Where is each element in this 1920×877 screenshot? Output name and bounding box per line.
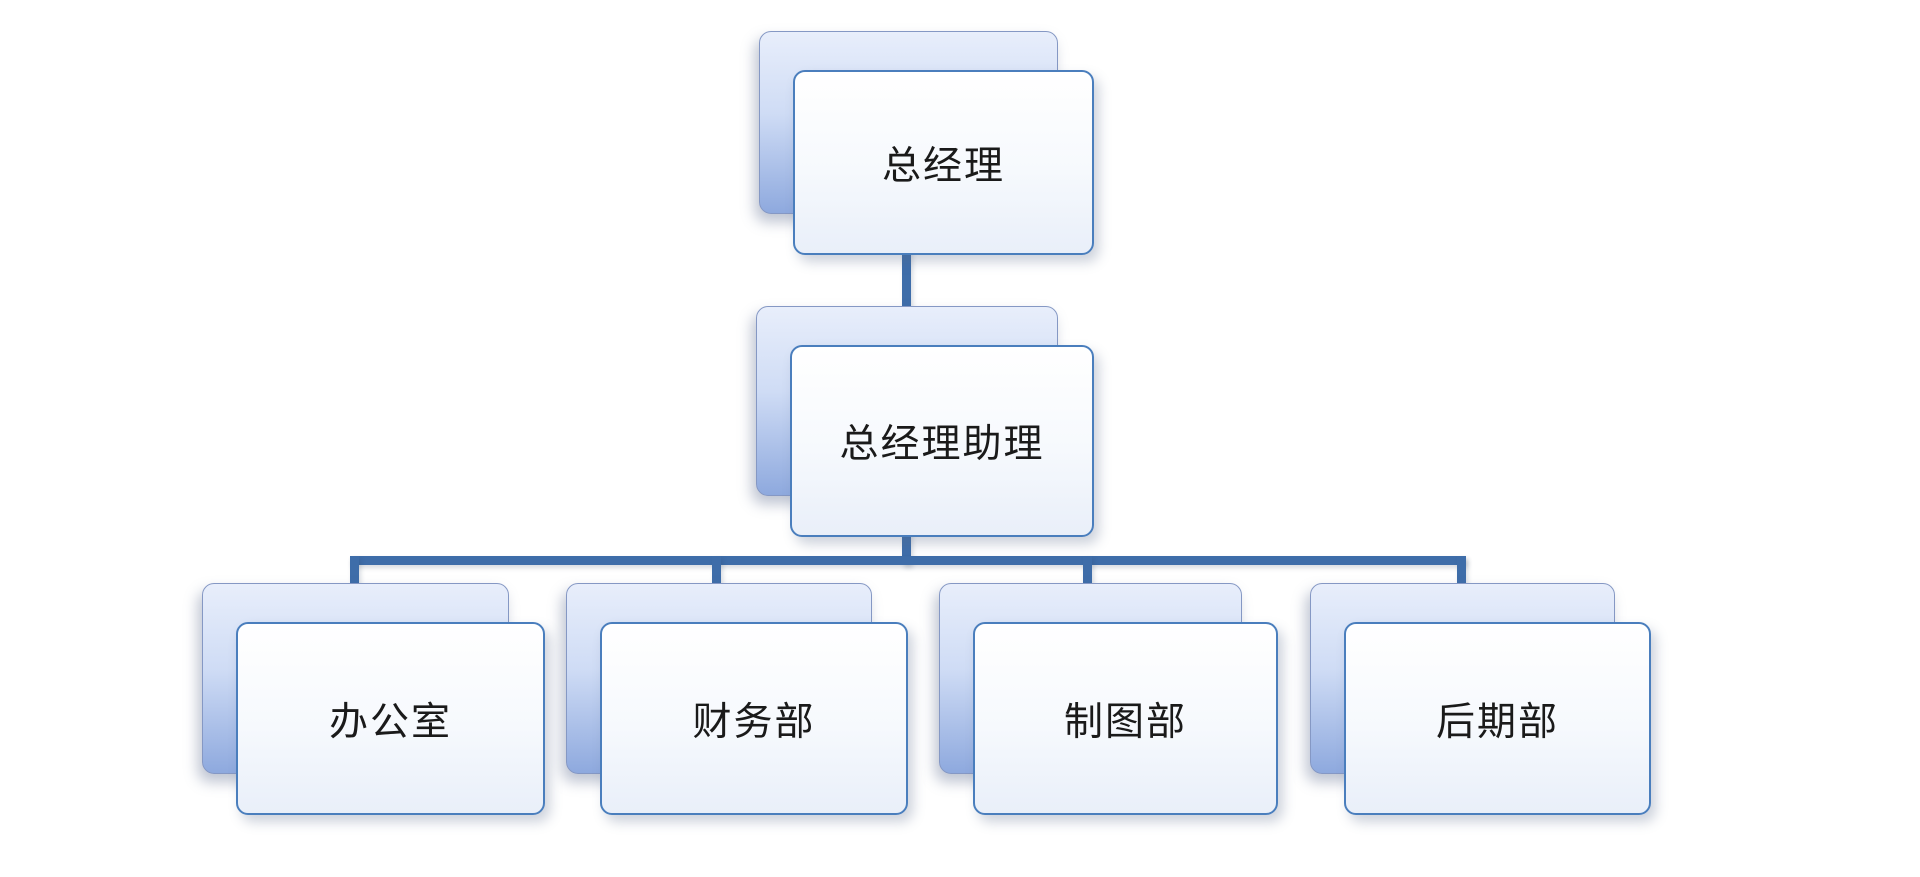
node-label: 总经理助理: [839, 423, 1045, 466]
node-front-card: 后期部: [1344, 622, 1651, 815]
node-office[interactable]: 办公室: [202, 583, 545, 815]
node-post-production-dept[interactable]: 后期部: [1310, 583, 1651, 815]
connector-gm-to-assistant: [902, 246, 911, 322]
node-label: 后期部: [1435, 700, 1559, 744]
connector-drop-finance: [712, 556, 721, 596]
node-front-card: 办公室: [236, 622, 545, 815]
connector-drop-drafting: [1083, 556, 1092, 596]
node-front-card: 财务部: [600, 622, 908, 815]
node-label: 财务部: [692, 700, 816, 744]
connector-bus: [350, 556, 1466, 565]
node-gm-assistant[interactable]: 总经理助理: [756, 306, 1094, 537]
node-label: 办公室: [328, 700, 452, 744]
node-front-card: 制图部: [973, 622, 1278, 815]
node-finance-dept[interactable]: 财务部: [566, 583, 908, 815]
node-front-card: 总经理助理: [790, 345, 1094, 537]
connector-assistant-stem: [902, 528, 911, 565]
node-label: 制图部: [1063, 700, 1187, 744]
node-label: 总经理: [881, 144, 1005, 188]
connector-drop-office: [350, 556, 359, 596]
connector-drop-post-production: [1457, 556, 1466, 596]
node-front-card: 总经理: [793, 70, 1094, 255]
node-general-manager[interactable]: 总经理: [759, 31, 1094, 255]
node-drafting-dept[interactable]: 制图部: [939, 583, 1278, 815]
